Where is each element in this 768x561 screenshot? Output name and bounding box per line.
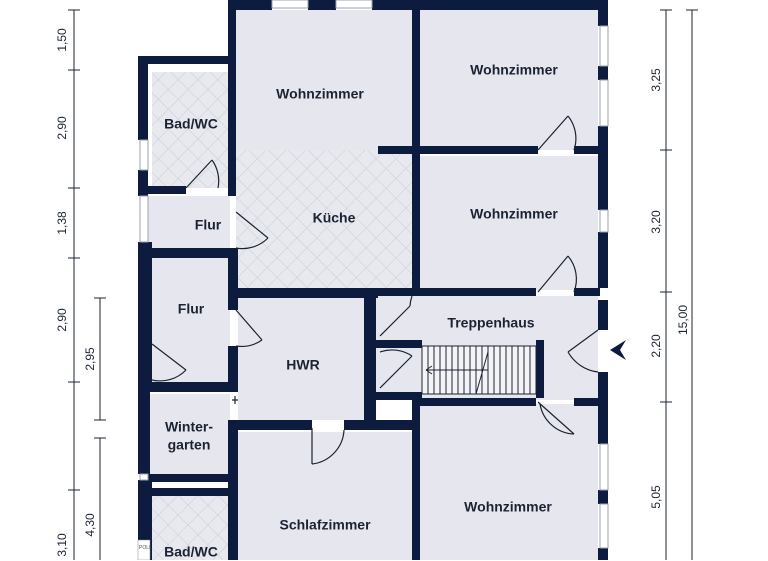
floor-wohnzimmer-4: [420, 404, 598, 560]
room-label-wohnzimmer-4: Wohnzimmer: [464, 498, 552, 515]
dimension-label-left-6: 3,10: [55, 533, 69, 557]
dimension-label-right-3: 2,20: [649, 334, 663, 358]
room-label-kueche: Küche: [312, 209, 356, 226]
floor-kueche: [236, 150, 414, 290]
dimension-label-left-inner-1: 2,95: [83, 347, 97, 371]
room-label-wohnzimmer-1: Wohnzimmer: [276, 85, 364, 102]
dimension-label-left-4: 2,90: [55, 308, 69, 332]
room-label-bad-wc-top: Bad/WC: [164, 115, 218, 132]
dimension-lines-left: [68, 9, 106, 560]
doors: [151, 115, 599, 465]
room-label-hwr: HWR: [286, 356, 320, 373]
logo-box: [137, 539, 151, 560]
dimension-label-left-3: 1,38: [55, 211, 69, 235]
floor-flur-1: [148, 196, 230, 248]
room-label-treppenhaus: Treppenhaus: [447, 314, 535, 331]
floor-flur-2: [152, 258, 230, 382]
room-label-flur-2: Flur: [177, 300, 205, 317]
floor-wintergarten: [150, 394, 230, 474]
room-label-bad-wc-bottom: Bad/WC: [164, 543, 218, 560]
dimension-label-right-total: 15,00: [676, 304, 690, 336]
windows: [139, 0, 609, 549]
dimension-label-left-1: 1,50: [55, 28, 69, 52]
floor-bad-bottom: [152, 496, 230, 560]
dimension-lines-right: [660, 9, 698, 560]
dimension-label-left-2: 2,90: [55, 116, 69, 140]
floor-wohnzimmer-3: [420, 156, 598, 290]
room-label-wintergarten-2: garten: [167, 436, 211, 453]
room-label-wintergarten-1: Winter-: [164, 418, 214, 435]
logo-text: POLL: [139, 545, 152, 551]
floor-wohnzimmer-2: [420, 10, 598, 150]
room-label-flur-1: Flur: [194, 216, 222, 233]
floor-schlafzimmer: [238, 432, 414, 560]
room-label-schlafzimmer: Schlafzimmer: [279, 516, 371, 533]
room-label-wohnzimmer-3: Wohnzimmer: [470, 205, 558, 222]
floor-wohnzimmer-1: [236, 10, 414, 150]
stairs: [421, 345, 537, 395]
walls: [138, 0, 608, 560]
dimension-label-left-5: 4,30: [83, 513, 97, 537]
dimension-label-right-2: 3,20: [649, 210, 663, 234]
floor-hwr: [238, 298, 364, 420]
entrance-arrow-icon: [610, 340, 626, 360]
dimension-label-right-1: 3,25: [649, 68, 663, 92]
room-label-wohnzimmer-2: Wohnzimmer: [470, 61, 558, 78]
dimension-label-right-4: 5,05: [649, 485, 663, 509]
